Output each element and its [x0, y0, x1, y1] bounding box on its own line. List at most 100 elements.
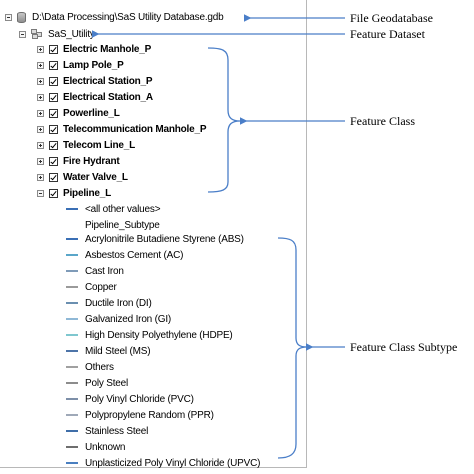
checkbox-checked-icon[interactable]	[49, 92, 58, 102]
line-symbol-icon	[66, 382, 78, 384]
line-symbol-icon	[66, 398, 78, 400]
subtype-label: Asbestos Cement (AC)	[85, 249, 184, 261]
feature-class-item[interactable]: Telecom Line_L	[37, 137, 135, 153]
subtype-label: Poly Steel	[85, 377, 129, 389]
subtype-item[interactable]: Cast Iron	[66, 263, 124, 279]
expand-icon[interactable]	[37, 157, 44, 165]
feature-class-item[interactable]: Electrical Station_A	[37, 89, 153, 105]
tree-node-feature-dataset[interactable]: SaS_Utility	[19, 26, 95, 42]
expand-icon[interactable]	[37, 45, 44, 53]
tree-node-geodatabase[interactable]: D:\Data Processing\SaS Utility Database.…	[5, 9, 224, 25]
collapse-icon[interactable]	[37, 189, 44, 197]
collapse-icon[interactable]	[19, 30, 26, 38]
checkbox-checked-icon[interactable]	[49, 124, 58, 134]
subtype-label: Others	[85, 361, 114, 373]
checkbox-checked-icon[interactable]	[49, 60, 58, 70]
feature-class-label: Electric Manhole_P	[63, 43, 152, 55]
subtype-label: Mild Steel (MS)	[85, 345, 151, 357]
feature-class-item[interactable]: Water Valve_L	[37, 169, 128, 185]
feature-class-item[interactable]: Powerline_L	[37, 105, 120, 121]
line-symbol-icon	[66, 270, 78, 272]
feature-class-item[interactable]: Telecommunication Manhole_P	[37, 121, 207, 137]
feature-class-brace	[207, 47, 241, 193]
subtype-label: Polypropylene Random (PPR)	[85, 409, 214, 421]
subtype-item[interactable]: Poly Steel	[66, 375, 128, 391]
geodatabase-icon	[17, 11, 26, 23]
subtype-item[interactable]: Unknown	[66, 439, 125, 455]
label-feature-dataset: Feature Dataset	[350, 27, 425, 41]
subtype-item[interactable]: High Density Polyethylene (HDPE)	[66, 327, 233, 343]
line-symbol-icon	[66, 286, 78, 288]
subtype-item[interactable]: Others	[66, 359, 114, 375]
subtype-field-label: Pipeline_Subtype	[85, 219, 160, 231]
expand-icon[interactable]	[37, 61, 44, 69]
feature-class-label: Fire Hydrant	[63, 155, 120, 167]
line-symbol-icon	[66, 446, 78, 448]
subtype-item[interactable]: Unplasticized Poly Vinyl Chloride (UPVC)	[66, 455, 260, 471]
subtype-item[interactable]: Mild Steel (MS)	[66, 343, 151, 359]
subtype-item[interactable]: Galvanized Iron (GI)	[66, 311, 171, 327]
line-symbol-icon	[66, 462, 78, 464]
line-symbol-icon	[66, 302, 78, 304]
subtype-label: Ductile Iron (DI)	[85, 297, 152, 309]
legend-label: <all other values>	[85, 203, 161, 215]
subtype-item[interactable]: Acrylonitrile Butadiene Styrene (ABS)	[66, 231, 244, 247]
line-symbol-icon	[66, 208, 78, 210]
feature-class-item[interactable]: Pipeline_L	[37, 185, 111, 201]
feature-class-label: Pipeline_L	[63, 187, 112, 199]
checkbox-checked-icon[interactable]	[49, 140, 58, 150]
subtype-label: Acrylonitrile Butadiene Styrene (ABS)	[85, 233, 244, 245]
feature-class-label: Water Valve_L	[63, 171, 128, 183]
checkbox-checked-icon[interactable]	[49, 172, 58, 182]
subtype-label: Stainless Steel	[85, 425, 149, 437]
subtype-item[interactable]: Copper	[66, 279, 117, 295]
line-symbol-icon	[66, 366, 78, 368]
subtype-label: Cast Iron	[85, 265, 124, 277]
subtype-label: Unplasticized Poly Vinyl Chloride (UPVC)	[85, 457, 261, 469]
expand-icon[interactable]	[37, 109, 44, 117]
expand-icon[interactable]	[37, 93, 44, 101]
subtype-label: Poly Vinyl Chloride (PVC)	[85, 393, 194, 405]
feature-dataset-label: SaS_Utility	[48, 28, 95, 40]
checkbox-checked-icon[interactable]	[49, 108, 58, 118]
line-symbol-icon	[66, 238, 78, 240]
subtype-brace	[277, 237, 308, 459]
subtype-item[interactable]: Poly Vinyl Chloride (PVC)	[66, 391, 194, 407]
checkbox-checked-icon[interactable]	[49, 188, 58, 198]
geodatabase-label: D:\Data Processing\SaS Utility Database.…	[32, 11, 224, 23]
checkbox-checked-icon[interactable]	[49, 156, 58, 166]
feature-class-label: Telecommunication Manhole_P	[63, 123, 207, 135]
subtype-label: High Density Polyethylene (HDPE)	[85, 329, 233, 341]
feature-class-item[interactable]: Electric Manhole_P	[37, 41, 151, 57]
subtype-item[interactable]: Polypropylene Random (PPR)	[66, 407, 214, 423]
line-symbol-icon	[66, 350, 78, 352]
checkbox-checked-icon[interactable]	[49, 76, 58, 86]
feature-class-item[interactable]: Electrical Station_P	[37, 73, 153, 89]
legend-item-all-other-values[interactable]: <all other values>	[66, 201, 161, 217]
subtype-label: Unknown	[85, 441, 126, 453]
catalog-tree-panel[interactable]: D:\Data Processing\SaS Utility Database.…	[0, 0, 307, 471]
checkbox-checked-icon[interactable]	[49, 44, 58, 54]
collapse-icon[interactable]	[5, 13, 12, 21]
label-file-geodatabase: File Geodatabase	[350, 11, 433, 25]
feature-class-item[interactable]: Fire Hydrant	[37, 153, 120, 169]
subtype-item[interactable]: Ductile Iron (DI)	[66, 295, 152, 311]
subtype-item[interactable]: Asbestos Cement (AC)	[66, 247, 183, 263]
feature-class-label: Lamp Pole_P	[63, 59, 124, 71]
expand-icon[interactable]	[37, 141, 44, 149]
expand-icon[interactable]	[37, 125, 44, 133]
feature-class-label: Electrical Station_A	[63, 91, 153, 103]
expand-icon[interactable]	[37, 77, 44, 85]
line-symbol-icon	[66, 334, 78, 336]
line-symbol-icon	[66, 414, 78, 416]
feature-class-item[interactable]: Lamp Pole_P	[37, 57, 124, 73]
subtype-item[interactable]: Stainless Steel	[66, 423, 148, 439]
line-symbol-icon	[66, 254, 78, 256]
subtype-label: Galvanized Iron (GI)	[85, 313, 172, 325]
line-symbol-icon	[66, 318, 78, 320]
expand-icon[interactable]	[37, 173, 44, 181]
subtype-field-heading: Pipeline_Subtype	[85, 217, 160, 233]
label-feature-class-subtype: Feature Class Subtype	[350, 340, 458, 354]
line-symbol-icon	[66, 430, 78, 432]
